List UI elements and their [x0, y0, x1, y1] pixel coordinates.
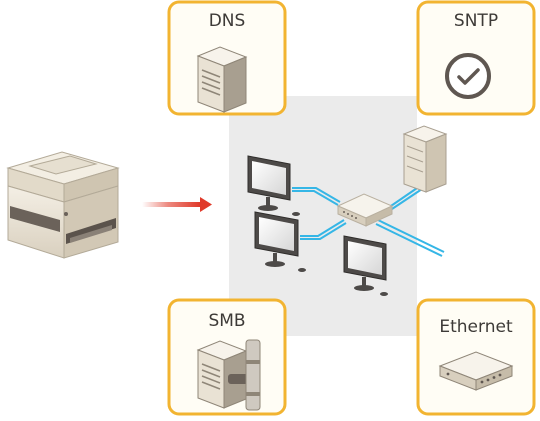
card-ethernet: Ethernet	[416, 298, 536, 416]
computer-icon-2	[254, 211, 306, 272]
computer-icon-1	[247, 155, 300, 216]
computer-icon-3	[343, 235, 388, 296]
server-icon	[196, 46, 248, 113]
multifunction-printer-icon	[6, 151, 120, 259]
clock-icon	[445, 53, 491, 99]
card-dns-label: DNS	[209, 11, 246, 31]
arrow-right-icon	[142, 197, 212, 212]
hub-icon	[336, 193, 394, 227]
card-smb-label: SMB	[208, 311, 245, 331]
card-ethernet-label: Ethernet	[439, 317, 513, 337]
network-server-icon	[402, 125, 448, 193]
card-sntp-label: SNTP	[454, 11, 498, 31]
network-cables	[292, 185, 445, 257]
network-hub-icon	[438, 351, 514, 391]
card-smb: SMB	[167, 298, 287, 416]
card-dns: DNS	[167, 0, 287, 116]
card-sntp: SNTP	[416, 0, 536, 116]
server-with-pipe-icon	[196, 339, 261, 411]
